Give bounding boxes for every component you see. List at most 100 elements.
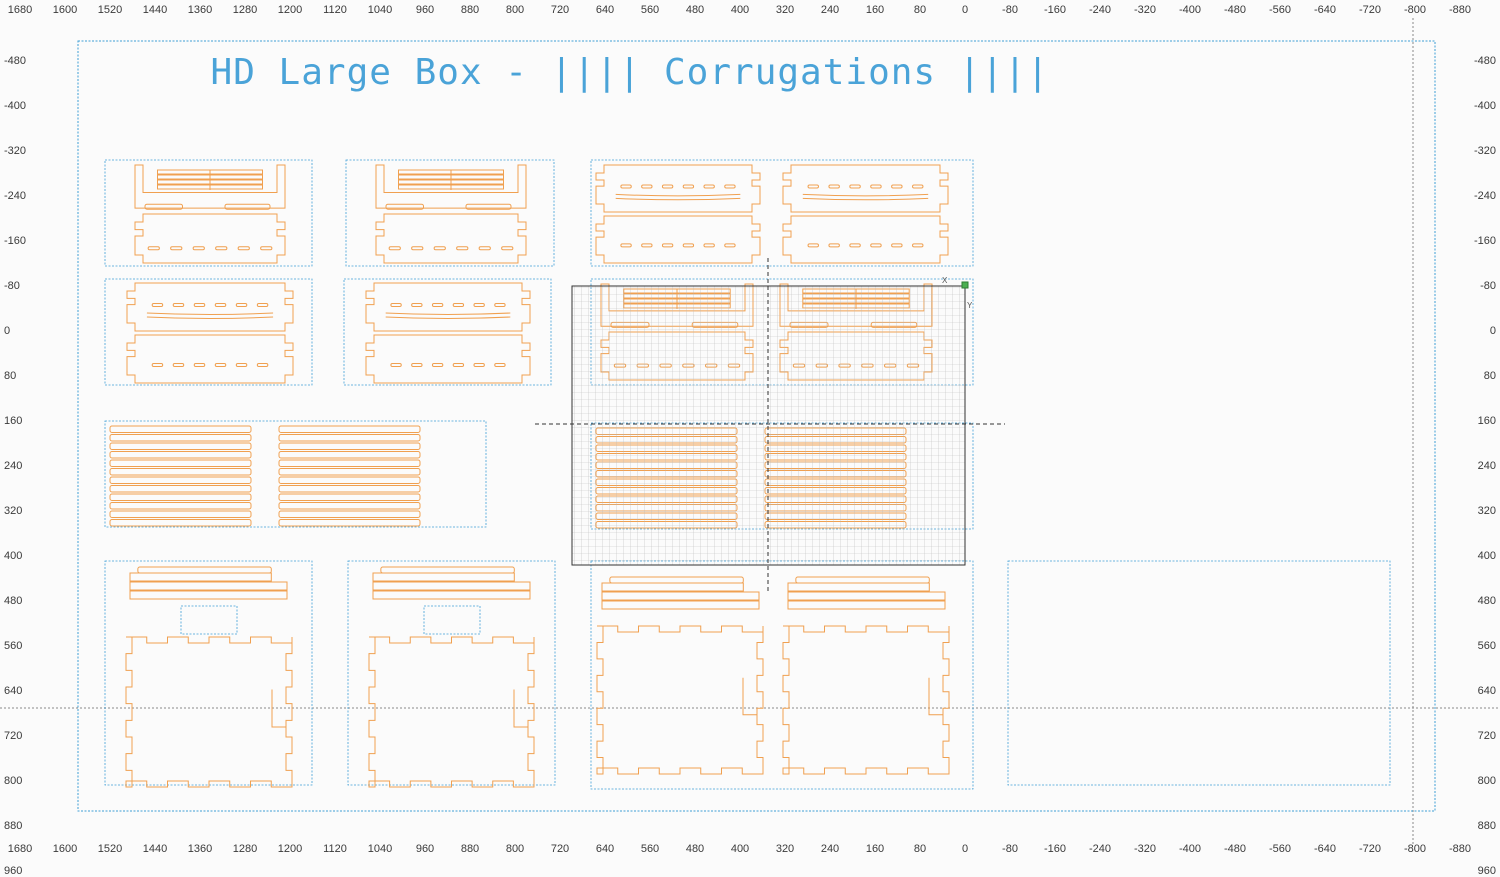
slot-cutout	[473, 363, 485, 367]
ruler-label: -560	[1268, 843, 1292, 855]
document-title-text[interactable]: HD Large Box - |||| Corrugations ||||	[210, 52, 1050, 93]
corrugation-slat	[278, 519, 421, 527]
side-panel-cut	[375, 213, 527, 264]
ruler-label: 1520	[97, 4, 123, 16]
slot-cutout	[390, 363, 402, 367]
end-panel-cut	[134, 164, 286, 209]
work-area[interactable]: X Y	[535, 258, 1005, 592]
notch-cut	[271, 689, 286, 728]
slot-cutout	[849, 184, 861, 189]
slot-cutout	[703, 243, 715, 248]
corrugation-slat	[109, 459, 252, 467]
slot-cutout	[215, 246, 228, 251]
corrugation-slat	[109, 442, 252, 450]
side-panel-cut	[782, 215, 949, 264]
slot-cutout	[151, 303, 164, 307]
slot-cutout	[724, 243, 736, 248]
ruler-label: -160	[1473, 235, 1496, 247]
strip-cut	[787, 591, 946, 601]
ruler-label: -320	[4, 145, 27, 157]
ruler-label: 1680	[7, 843, 33, 855]
slot-cutout	[388, 246, 401, 251]
corrugation-slat	[278, 468, 421, 476]
ruler-label: 640	[595, 843, 615, 855]
slot-cutout	[256, 363, 269, 367]
ruler-label: -800	[1403, 4, 1427, 16]
slot-cutout	[456, 246, 469, 251]
ruler-label: 1200	[277, 4, 303, 16]
strip-cut	[795, 576, 930, 584]
ruler-label: 640	[1477, 685, 1496, 697]
slot-cutout	[172, 363, 185, 367]
strip-cut	[129, 581, 288, 591]
ruler-label: 240	[820, 4, 840, 16]
base-panel-cut	[368, 636, 535, 788]
origin-handle[interactable]	[961, 281, 969, 289]
corrugation-slat	[109, 434, 252, 442]
slot-cutout	[172, 303, 185, 307]
ruler-label: 320	[775, 4, 795, 16]
ruler-label: 0	[961, 843, 969, 855]
part-selection-frame	[104, 278, 313, 386]
ruler-label: 320	[775, 843, 795, 855]
strip-cut	[787, 582, 930, 592]
ruler-label: 720	[4, 730, 23, 742]
ruler-label: 880	[460, 843, 480, 855]
strip-cut	[601, 591, 760, 601]
slot-cutout	[151, 363, 164, 367]
origin-x-label: X	[942, 276, 948, 285]
corrugation-slat	[278, 442, 421, 450]
corrugation-slat	[109, 502, 252, 510]
ruler-label: -880	[1448, 4, 1472, 16]
ruler-label: 1440	[142, 4, 168, 16]
strip-cut	[601, 582, 744, 592]
base-panel-cut	[125, 636, 293, 788]
slot-cutout	[431, 363, 444, 367]
ruler-label: 1040	[367, 4, 393, 16]
strip-cut	[137, 566, 272, 574]
side-panel-cut	[782, 164, 949, 213]
slot-cutout	[431, 303, 444, 307]
slot-cutout	[478, 246, 491, 251]
slot-cutout	[620, 184, 632, 189]
corrugation-slat	[109, 451, 252, 459]
tab-cut	[224, 203, 271, 210]
corrugation-slat	[278, 493, 421, 501]
ruler-label: 400	[730, 843, 750, 855]
base-panel-cut	[782, 625, 950, 775]
slot-cutout	[641, 243, 653, 248]
ruler-label: -480	[1223, 843, 1247, 855]
ruler-label: 240	[4, 460, 23, 472]
ruler-label: -640	[1313, 4, 1337, 16]
ruler-label: -240	[1473, 190, 1496, 202]
part-selection-frame	[104, 560, 313, 786]
ruler-label: -640	[1313, 843, 1337, 855]
corrugation-slat	[109, 519, 252, 527]
ruler-label: 1040	[367, 843, 393, 855]
ruler-label: 720	[550, 843, 570, 855]
slot-cutout	[682, 184, 695, 189]
slot-cutout	[807, 184, 819, 189]
slot-cutout	[661, 243, 674, 248]
strip-cut	[787, 600, 946, 610]
ruler-label: 320	[1477, 505, 1496, 517]
ruler-label: 480	[4, 595, 23, 607]
slot-cutout	[703, 184, 715, 189]
ruler-label: -240	[1088, 4, 1112, 16]
part-selection-frame	[343, 278, 552, 386]
slot-cutout	[494, 303, 506, 307]
corrugation-edge	[146, 312, 274, 315]
ruler-label: -240	[1088, 843, 1112, 855]
ruler-label: -400	[1473, 100, 1496, 112]
corrugation-edge	[146, 316, 274, 319]
base-panel-cut	[596, 625, 764, 775]
ruler-label: -80	[4, 280, 20, 292]
material-sheet-frame[interactable]	[77, 40, 1436, 812]
corrugation-edge	[802, 193, 929, 197]
ruler-label: 640	[595, 4, 615, 16]
ruler-label: 1680	[7, 4, 33, 16]
ruler-label: 160	[4, 415, 23, 427]
ruler-label: -160	[1043, 4, 1067, 16]
slot-cutout	[870, 243, 882, 248]
